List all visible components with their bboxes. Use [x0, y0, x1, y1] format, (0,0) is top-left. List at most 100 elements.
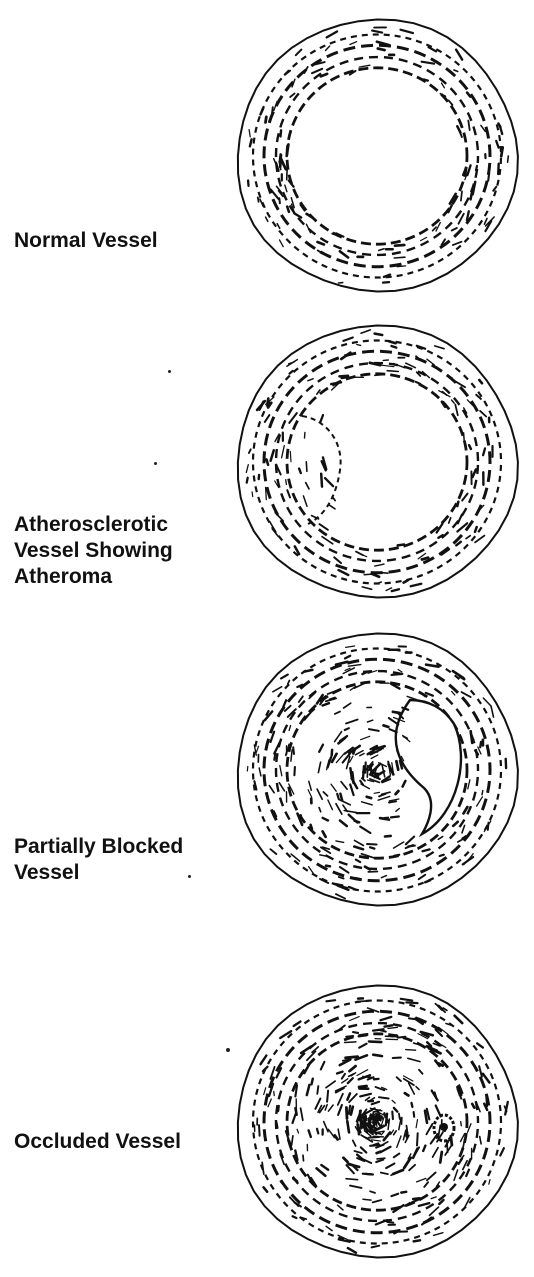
- wall-fiber: [468, 780, 470, 789]
- media-layer-outer: [264, 351, 490, 572]
- plaque-deposit: [303, 496, 307, 506]
- wall-fiber: [376, 1220, 387, 1224]
- wall-fiber: [483, 698, 491, 706]
- plaque-deposit: [367, 720, 372, 722]
- wall-fiber: [454, 1170, 458, 1180]
- wall-fiber: [379, 249, 384, 251]
- occlusion-deposit: [404, 1158, 411, 1168]
- label-line: Vessel Showing: [14, 538, 173, 564]
- wall-fiber: [395, 245, 404, 246]
- wall-fiber: [275, 513, 283, 521]
- wall-fiber: [472, 1104, 474, 1108]
- plaque-deposit: [361, 736, 370, 739]
- wall-fiber: [463, 1138, 465, 1149]
- label-line: Vessel: [14, 860, 183, 886]
- occlusion-deposit: [346, 1057, 358, 1058]
- wall-fiber: [452, 691, 455, 695]
- occlusion-deposit: [371, 1098, 375, 1100]
- wall-fiber: [401, 30, 414, 33]
- print-speck: [154, 462, 157, 465]
- plaque-deposit: [388, 762, 390, 770]
- wall-fiber: [442, 83, 445, 88]
- wall-fiber: [258, 197, 259, 201]
- wall-fiber: [394, 257, 405, 258]
- wall-fiber: [421, 237, 427, 240]
- wall-fiber: [449, 518, 451, 523]
- wall-fiber: [266, 217, 268, 221]
- wall-fiber: [287, 168, 288, 180]
- plaque-deposit: [319, 745, 323, 752]
- wall-fiber: [278, 1106, 279, 1111]
- occlusion-deposit: [380, 1147, 390, 1153]
- residual-lumen: [396, 700, 461, 834]
- wall-fiber: [394, 855, 399, 856]
- wall-fiber: [480, 411, 486, 417]
- wall-fiber: [326, 1226, 332, 1230]
- occlusion-deposit: [412, 1103, 413, 1107]
- occlusion-deposit: [433, 1148, 439, 1158]
- occlusion-deposit: [321, 1062, 325, 1070]
- occlusion-deposit: [327, 1091, 328, 1102]
- wall-fiber: [387, 1222, 393, 1223]
- wall-fiber: [362, 587, 371, 589]
- plaque-deposit: [371, 755, 378, 758]
- wall-fiber: [385, 1025, 393, 1026]
- wall-fiber: [455, 405, 458, 416]
- plaque-deposit: [352, 772, 353, 783]
- wall-fiber: [287, 360, 297, 367]
- wall-fiber: [480, 742, 481, 747]
- wall-fiber: [287, 207, 289, 212]
- plaque-deposit: [340, 821, 347, 827]
- plaque-deposit: [367, 766, 368, 778]
- wall-fiber: [372, 31, 382, 33]
- wall-fiber: [279, 198, 280, 203]
- wall-fiber: [439, 1006, 442, 1010]
- wall-fiber: [452, 400, 455, 403]
- wall-fiber: [247, 767, 248, 772]
- wall-fiber: [498, 164, 499, 174]
- wall-fiber: [381, 876, 386, 878]
- occlusion-deposit: [373, 1200, 382, 1202]
- occlusion-deposit: [426, 1124, 432, 1134]
- wall-fiber: [304, 1065, 309, 1073]
- wall-fiber: [455, 1016, 463, 1023]
- plaque-deposit: [403, 781, 406, 787]
- wall-fiber: [372, 1246, 380, 1248]
- occlusion-deposit: [350, 1186, 362, 1188]
- occlusion-deposit: [359, 1035, 367, 1036]
- wall-fiber: [259, 1125, 260, 1136]
- occlusion-deposit: [381, 1173, 388, 1175]
- wall-fiber: [389, 341, 396, 343]
- wall-fiber: [467, 93, 470, 97]
- wall-fiber: [259, 768, 261, 776]
- wall-fiber: [375, 375, 384, 376]
- wall-fiber: [457, 502, 458, 506]
- label-line: Partially Blocked: [14, 834, 183, 860]
- plaque-deposit: [385, 836, 391, 837]
- plaque-deposit: [323, 792, 327, 796]
- occlusion-deposit: [385, 1036, 398, 1037]
- wall-fiber: [290, 371, 293, 374]
- occlusion-deposit: [297, 1129, 298, 1133]
- occlusion-deposit: [399, 1114, 400, 1120]
- wall-fiber: [309, 867, 314, 874]
- plaque-deposit: [374, 792, 379, 793]
- wall-fiber: [296, 50, 302, 56]
- plaque-deposit: [325, 478, 333, 486]
- occlusion-deposit: [373, 1136, 383, 1137]
- occlusion-deposit: [392, 1112, 393, 1120]
- occlusion-deposit: [405, 1093, 409, 1095]
- wall-fiber: [386, 588, 392, 591]
- wall-fiber: [473, 469, 476, 477]
- plaque-deposit: [323, 831, 326, 836]
- wall-fiber: [287, 490, 290, 497]
- wall-fiber: [411, 584, 422, 587]
- wall-fiber: [264, 1187, 268, 1192]
- plaque-deposit: [339, 800, 350, 805]
- wall-fiber: [289, 726, 291, 731]
- wall-fiber: [349, 887, 356, 890]
- wall-fiber: [288, 681, 290, 685]
- plaque-deposit: [350, 785, 353, 796]
- wall-fiber: [249, 130, 250, 137]
- plaque-deposit: [291, 750, 292, 761]
